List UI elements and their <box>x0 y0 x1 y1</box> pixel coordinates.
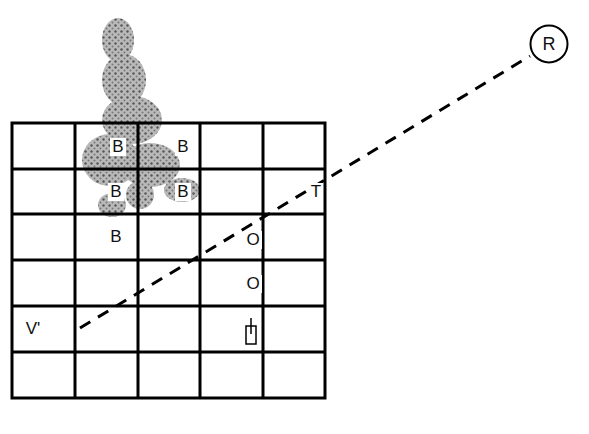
cell-letter: B <box>110 138 125 156</box>
cell-letter: V' <box>24 320 43 338</box>
cell-letter: T <box>309 183 323 201</box>
circle-node: R <box>529 24 569 64</box>
cell-letter: B <box>175 138 190 156</box>
tree-canopy <box>82 18 200 217</box>
cell-letter: B <box>175 183 190 201</box>
cell-letter: B <box>108 228 123 246</box>
node-letter: R <box>543 34 556 55</box>
figure-icon <box>246 318 256 344</box>
cell-letter: B <box>108 183 123 201</box>
cell-letter: O <box>244 275 261 293</box>
grid <box>12 123 325 398</box>
sight-line <box>80 56 530 328</box>
cell-letter: O <box>244 231 261 249</box>
